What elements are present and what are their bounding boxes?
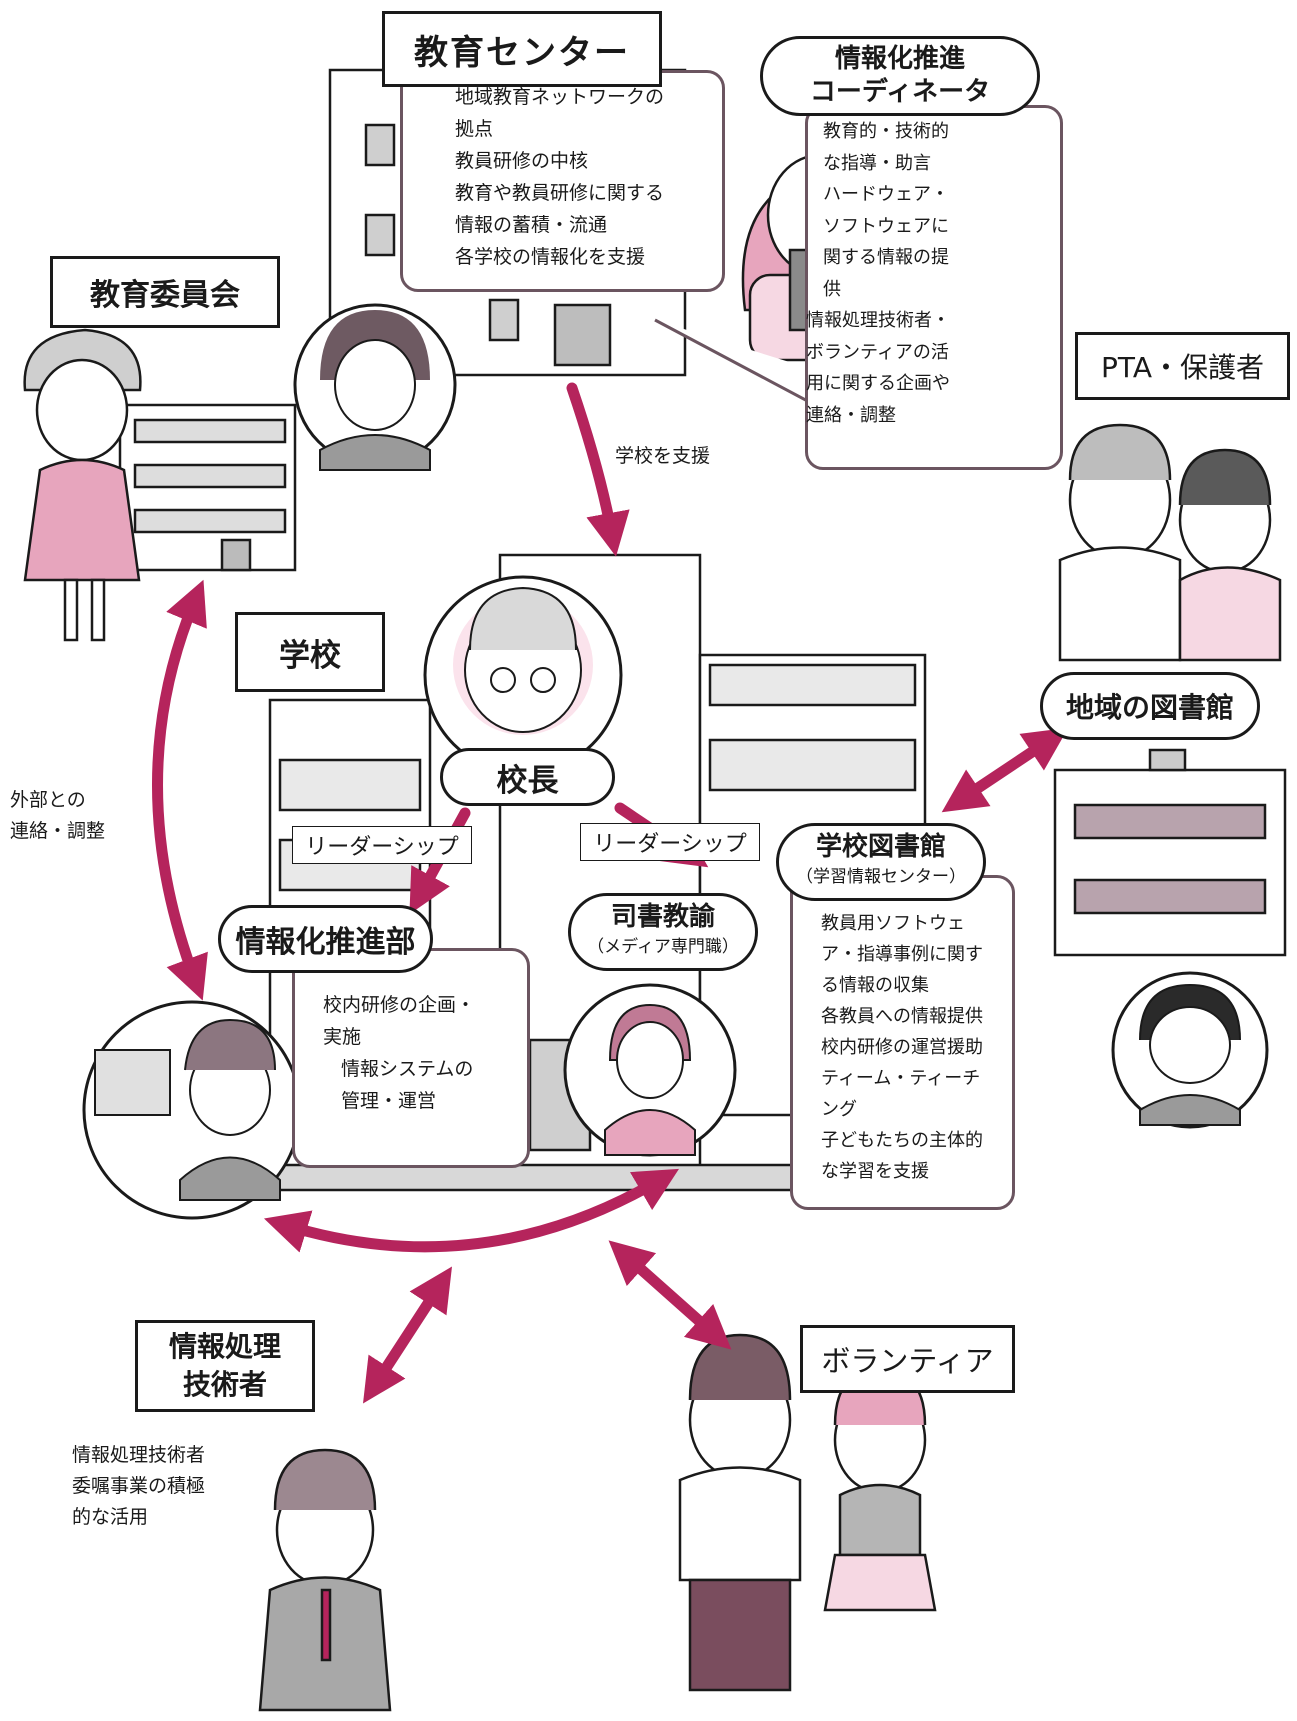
coordinator-line: 用に関する企画や: [806, 373, 950, 394]
school-title: 学校: [235, 612, 385, 692]
school-library-line: 子どもたちの主体的: [821, 1130, 983, 1151]
promotion-dept-line: 校内研修の企画・: [323, 994, 476, 1016]
education-center-line: 地域教育ネットワークの: [455, 86, 665, 108]
promotion-dept-line: 実施: [323, 1026, 362, 1048]
coordinator-line: ソフトウェアに: [823, 215, 949, 237]
coordinator-title-line: コーディネータ: [809, 77, 991, 107]
principal-title: 校長: [440, 748, 615, 806]
promotion-dept-line: 情報システムの: [341, 1058, 474, 1080]
coordinator-title: 情報化推進 コーディネータ: [760, 36, 1040, 116]
school-library-line: 教員用ソフトウェ: [821, 913, 965, 934]
coordinator-title-line: 情報化推進: [834, 44, 965, 74]
coordinator-line: 情報処理技術者・: [806, 310, 950, 331]
pta-figures: [1058, 423, 1282, 662]
education-center-staff-portrait: [293, 303, 457, 471]
coordinator-panel: 教育的・技術的 な指導・助言 ハードウェア・ ソフトウェアに 関する情報の提 供…: [805, 105, 1063, 470]
arrow-engineer-link: [363, 1266, 452, 1404]
coordinator-line: な指導・助言: [823, 152, 931, 174]
local-librarian-portrait: [1111, 971, 1269, 1129]
engineer-title-line: 技術者: [182, 1368, 267, 1401]
volunteer-figures: [678, 1333, 937, 1692]
coordinator-line: 供: [823, 278, 841, 300]
school-library-line: な学習を支援: [821, 1161, 929, 1182]
coordinator-line: 教育的・技術的: [823, 121, 949, 142]
school-library-subtitle: （学習情報センター）: [796, 867, 966, 887]
arrow-education-center-to-school: [566, 382, 630, 557]
coordinator-line: ハードウェア・: [823, 184, 949, 205]
leadership-left-label: リーダーシップ: [292, 826, 472, 864]
school-library-line: 各教員への情報提供: [821, 1006, 983, 1027]
volunteer-title: ボランティア: [800, 1325, 1015, 1393]
external-coordination-label: 外部との 連絡・調整: [10, 785, 105, 847]
school-library-panel: 教員用ソフトウェ ア・指導事例に関す る情報の収集 各教員への情報提供 校内研修…: [790, 875, 1015, 1210]
principal-portrait: [423, 575, 623, 775]
education-center-line: 各学校の情報化を支援: [455, 246, 646, 268]
coordinator-line: 連絡・調整: [806, 404, 896, 426]
teacher-librarian-title: 司書教諭 （メディア専門職）: [568, 893, 758, 971]
engineer-figure: [258, 1448, 392, 1712]
education-center-line: 教員研修の中核: [455, 150, 589, 172]
pta-title: PTA・保護者: [1075, 332, 1290, 400]
engineer-description: 情報処理技術者 委嘱事業の積極 的な活用: [72, 1440, 205, 1533]
education-center-title: 教育センター: [382, 11, 662, 87]
education-center-line: 教育や教員研修に関する: [455, 182, 665, 204]
relationship-arrows: [152, 382, 1069, 1404]
teacher-librarian-portrait: [563, 983, 737, 1157]
teacher-librarian-name: 司書教諭: [610, 902, 715, 932]
arrow-library-link: [941, 727, 1069, 813]
arrow-school-wide: [263, 1168, 680, 1253]
local-library-title: 地域の図書館: [1040, 672, 1260, 740]
coordinator-line: 関する情報の提: [823, 247, 949, 268]
arrow-volunteer-link: [608, 1240, 732, 1350]
education-center-line: 拠点: [455, 118, 494, 140]
promotion-dept-line: 管理・運営: [341, 1090, 437, 1112]
external-coordination-line: 外部との: [10, 789, 86, 811]
promotion-dept-panel: 校内研修の企画・ 実施 情報システムの 管理・運営: [292, 948, 530, 1168]
board-member-figure: [23, 328, 142, 642]
promotion-dept-title: 情報化推進部: [218, 905, 433, 973]
school-library-title: 学校図書館 （学習情報センター）: [776, 823, 986, 901]
school-library-line: ティーム・ティーチ: [821, 1068, 981, 1089]
school-library-line: る情報の収集: [821, 975, 929, 996]
promotion-staff-portrait: [82, 1000, 302, 1220]
school-library-line: 校内研修の運営援助: [821, 1037, 983, 1058]
school-library-line: ング: [821, 1099, 857, 1120]
engineer-line: 情報処理技術者: [72, 1444, 206, 1466]
coordinator-line: ボランティアの活: [806, 341, 949, 363]
education-center-panel: 地域教育ネットワークの 拠点 教員研修の中核 教育や教員研修に関する 情報の蓄積…: [400, 70, 725, 292]
engineer-title: 情報処理 技術者: [135, 1320, 315, 1412]
board-building: [118, 403, 297, 572]
engineer-title-line: 情報処理: [168, 1330, 281, 1363]
external-coordination-line: 連絡・調整: [10, 820, 106, 842]
school-library-line: ア・指導事例に関す: [821, 944, 983, 965]
engineer-line: 委嘱事業の積極: [72, 1475, 206, 1497]
school-library-name: 学校図書館: [815, 832, 946, 862]
board-title: 教育委員会: [50, 256, 280, 328]
education-center-line: 情報の蓄積・流通: [455, 214, 608, 236]
arrow-board-to-promotion: [152, 579, 208, 1001]
leadership-right-label: リーダーシップ: [580, 823, 760, 861]
local-library-building: [1053, 748, 1287, 957]
teacher-librarian-subtitle: （メディア専門職）: [587, 937, 739, 957]
engineer-line: 的な活用: [72, 1506, 149, 1528]
support-school-label: 学校を支援: [615, 445, 711, 467]
